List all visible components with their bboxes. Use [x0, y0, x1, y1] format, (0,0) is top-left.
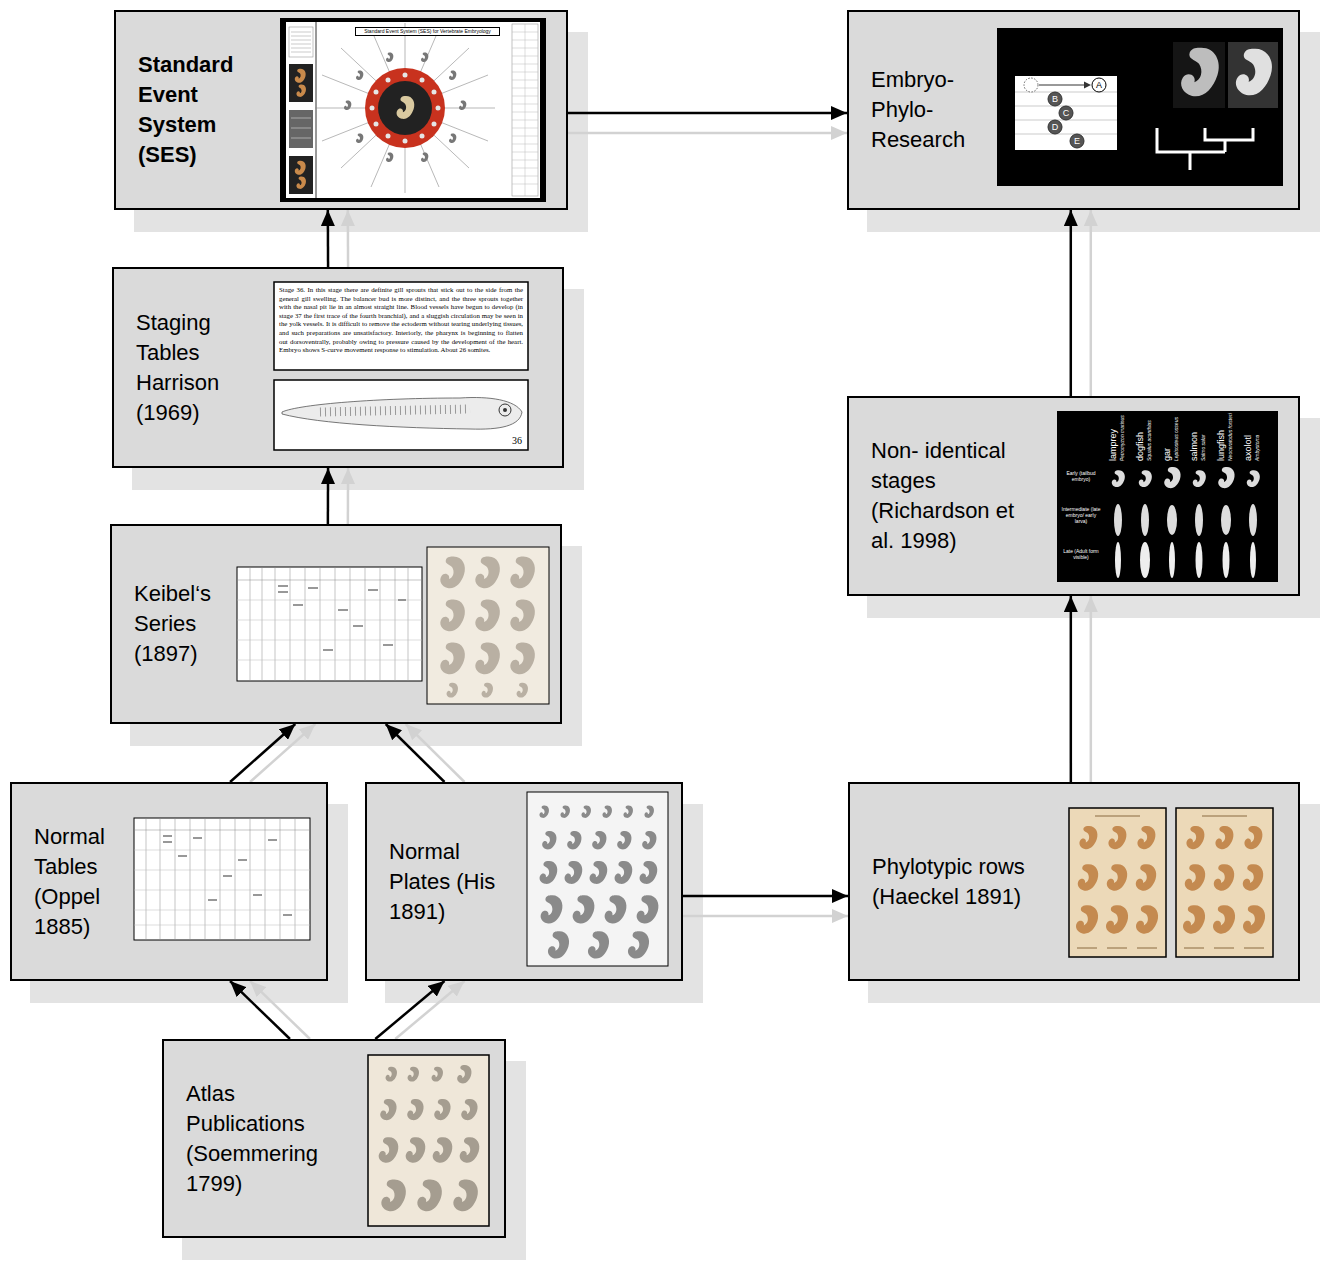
species-latin: Salmo salar — [1200, 413, 1206, 461]
row-label: Early (tailbud embryo) — [1059, 470, 1103, 482]
species-name: gar — [1162, 413, 1173, 461]
staging-figure — [274, 282, 528, 450]
box-fill — [112, 267, 564, 468]
arrow-connector — [375, 981, 444, 1039]
connector-shadow — [250, 724, 315, 782]
arrow-connector — [683, 895, 848, 898]
box-fill — [10, 782, 328, 981]
box-label: Normal Tables (Oppel 1885) — [34, 822, 131, 942]
row-label: Late (Adult form visible) — [1059, 548, 1103, 560]
connector-shadow — [1090, 210, 1093, 396]
arrow-connector — [1070, 210, 1073, 396]
species-name: salmon — [1189, 413, 1200, 461]
keibel-table — [237, 547, 549, 704]
connector-shadow — [683, 915, 848, 918]
phylo-panel — [997, 28, 1283, 186]
arrow-connector — [1070, 596, 1073, 782]
event-letter: C — [1059, 107, 1073, 119]
box-label: Phylotypic rows (Haeckel 1891) — [872, 852, 1062, 912]
row-label: Intermediate (late embryo/ early larva) — [1059, 506, 1103, 524]
species-name: lungfish — [1216, 413, 1227, 461]
process-box: Normal Tables (Oppel 1885) — [10, 782, 328, 981]
box-label: Non- identical stages (Richardson et al.… — [871, 436, 1031, 556]
richardson-figure — [1057, 411, 1278, 582]
arrow-connector — [327, 468, 330, 524]
arrow-connector — [386, 724, 445, 782]
species-name: lamprey — [1108, 413, 1119, 461]
ses-poster — [280, 18, 546, 202]
his-plate — [527, 792, 668, 966]
stage-description: Stage 36. In this stage there are defini… — [279, 286, 523, 355]
species-latin: Ambystoma — [1254, 413, 1260, 461]
species-latin: Lepisosteus osseus — [1173, 413, 1179, 461]
process-box: Keibel‘s Series (1897) — [110, 524, 562, 724]
arrow-connector — [327, 210, 330, 267]
process-box: Atlas Publications (Soemmering 1799) — [162, 1039, 506, 1238]
box-fill — [365, 782, 683, 981]
process-box: Standard Event System (SES) — [114, 10, 568, 210]
box-label: Standard Event System (SES) — [138, 50, 263, 170]
box-label: Keibel‘s Series (1897) — [134, 579, 234, 669]
poster-title: Standard Event System (SES) for Vertebra… — [355, 27, 500, 36]
box-fill — [847, 10, 1300, 210]
arrow-connector — [568, 112, 847, 115]
box-label: Normal Plates (His 1891) — [389, 837, 514, 927]
species-latin: Neoceratodus forsteri — [1227, 413, 1233, 461]
box-label: Atlas Publications (Soemmering 1799) — [186, 1079, 356, 1199]
process-box: Embryo- Phylo- Research — [847, 10, 1300, 210]
event-letter: B — [1048, 93, 1062, 105]
process-box: Phylotypic rows (Haeckel 1891) — [848, 782, 1300, 981]
event-letter: A — [1092, 79, 1106, 91]
event-letter: E — [1070, 135, 1084, 147]
connector-shadow — [347, 468, 350, 524]
box-fill — [110, 524, 562, 724]
soemmering-plate — [368, 1055, 489, 1226]
connector-shadow — [347, 210, 350, 267]
box-fill — [848, 782, 1300, 981]
species-name: dogfish — [1135, 413, 1146, 461]
box-fill — [847, 396, 1300, 596]
species-latin: Petromyzon marinus — [1119, 413, 1125, 461]
box-label: Staging Tables Harrison (1969) — [136, 308, 276, 428]
connector-shadow — [395, 981, 464, 1039]
haeckel-plates — [1069, 808, 1273, 957]
arrow-connector — [230, 724, 295, 782]
arrow-connector — [230, 981, 290, 1039]
box-label: Embryo- Phylo- Research — [871, 65, 1001, 155]
box-fill — [114, 10, 568, 210]
species-latin: Squalus acanthias — [1146, 413, 1152, 461]
stage-number: 36 — [498, 435, 522, 447]
oppel-table — [134, 818, 310, 940]
connector-shadow — [568, 132, 847, 135]
species-name: axolotl — [1243, 413, 1254, 461]
process-box: Normal Plates (His 1891) — [365, 782, 683, 981]
event-letter: D — [1048, 121, 1062, 133]
box-fill — [162, 1039, 506, 1238]
connector-shadow — [1090, 596, 1093, 782]
